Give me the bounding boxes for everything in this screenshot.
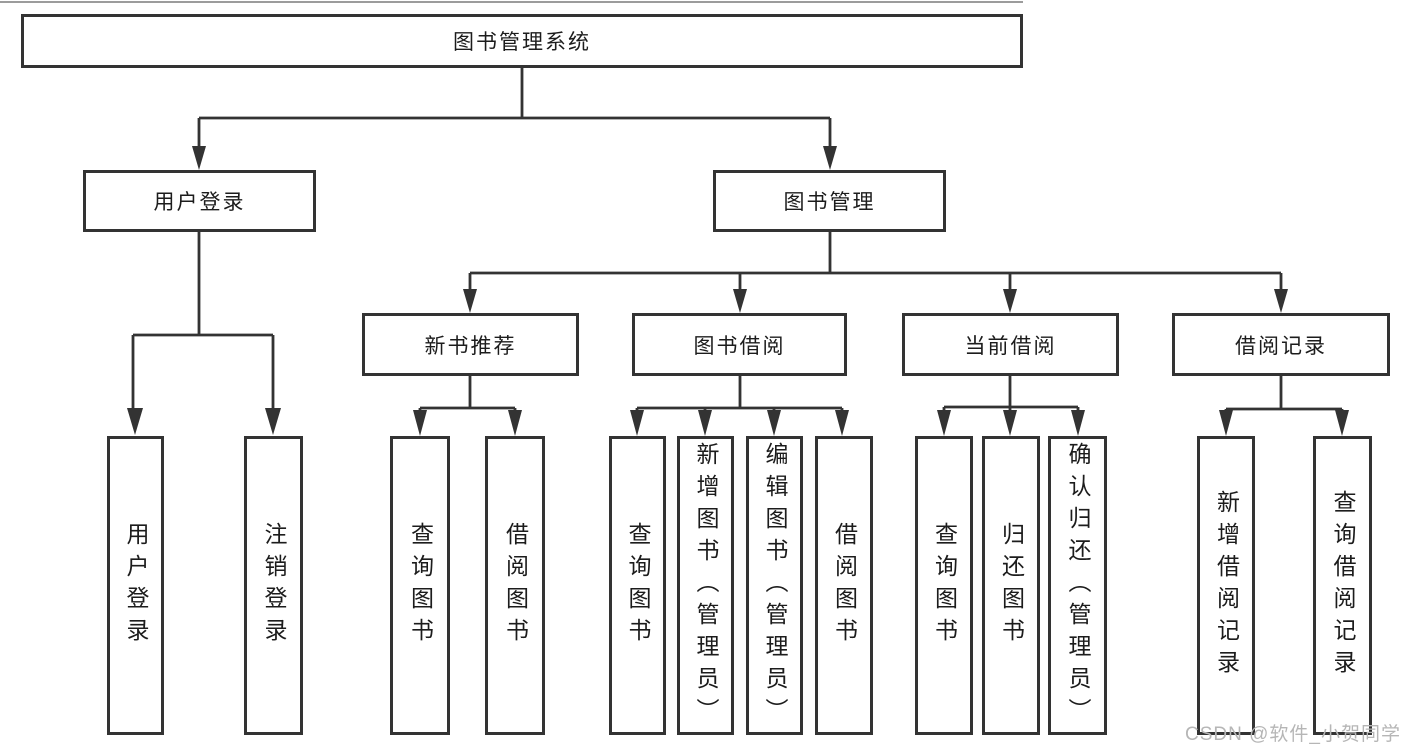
leaf-query-borrow-record: 查询借阅记录 — [1313, 436, 1372, 735]
leaf-return-books: 归还图书 — [982, 436, 1040, 735]
arrowheads-leaves — [413, 410, 1349, 436]
leaf-label: 查询图书 — [407, 521, 434, 650]
connector-book-borrow-branch — [635, 376, 844, 414]
node-new-book-recommend: 新书推荐 — [362, 313, 579, 376]
node-user-login: 用户登录 — [83, 170, 316, 232]
leaf-add-borrow-record: 新增借阅记录 — [1197, 436, 1255, 735]
leaf-label: 归还图书 — [998, 521, 1025, 650]
node-label: 当前借阅 — [964, 334, 1057, 358]
leaf-query-books-recommend: 查询图书 — [390, 436, 450, 735]
leaf-label: 借阅图书 — [502, 521, 529, 650]
leaf-confirm-return-admin: 确认归还（管理员） — [1048, 436, 1107, 735]
node-book-management: 图书管理 — [713, 170, 946, 232]
node-label: 用户登录 — [153, 191, 246, 214]
leaf-label: 新增图书（管理员） — [693, 441, 719, 730]
connector-current-borrow-branch — [942, 376, 1080, 414]
arrowheads-level2 — [192, 146, 837, 170]
leaf-label: 查询图书 — [625, 521, 651, 650]
leaf-label: 用户登录 — [123, 521, 149, 650]
node-label: 新书推荐 — [424, 334, 517, 358]
leaf-borrow-books-recommend: 借阅图书 — [485, 436, 545, 735]
leaf-label: 注销登录 — [261, 521, 287, 650]
connector-book-mgmt-to-level3 — [468, 232, 1283, 292]
node-library-management-system: 图书管理系统 — [21, 14, 1023, 68]
leaf-label: 新增借阅记录 — [1213, 489, 1240, 682]
leaf-label: 借阅图书 — [831, 521, 858, 650]
node-label: 借阅记录 — [1235, 334, 1327, 358]
leaf-label: 编辑图书（管理员） — [762, 441, 788, 730]
leaf-label: 查询借阅记录 — [1330, 489, 1356, 682]
leaf-borrow-books-borrowing: 借阅图书 — [815, 436, 873, 735]
connector-root-to-level2 — [197, 68, 832, 150]
leaf-query-books-borrowing: 查询图书 — [609, 436, 666, 735]
node-borrow-records: 借阅记录 — [1172, 313, 1390, 376]
connector-new-book-branch — [418, 376, 517, 414]
leaf-edit-book-admin: 编辑图书（管理员） — [746, 436, 803, 735]
csdn-watermark: CSDN @软件_小贺同学 — [1185, 724, 1401, 745]
arrowheads-level3 — [463, 289, 1288, 313]
connector-user-login-branch — [131, 232, 275, 412]
leaf-user-login: 用户登录 — [107, 436, 164, 735]
node-book-borrowing: 图书借阅 — [632, 313, 847, 376]
node-current-borrowing: 当前借阅 — [902, 313, 1119, 376]
connector-records-branch — [1224, 376, 1344, 414]
leaf-logout: 注销登录 — [244, 436, 303, 735]
node-label: 图书管理 — [783, 191, 876, 214]
leaf-label: 确认归还（管理员） — [1065, 441, 1091, 730]
node-label: 图书管理系统 — [453, 31, 591, 54]
leaf-add-book-admin: 新增图书（管理员） — [677, 436, 734, 735]
arrowheads-user-login-branch — [127, 408, 281, 435]
node-label: 图书借阅 — [693, 334, 786, 358]
leaf-label: 查询图书 — [931, 521, 958, 650]
leaf-query-books-current: 查询图书 — [915, 436, 973, 735]
